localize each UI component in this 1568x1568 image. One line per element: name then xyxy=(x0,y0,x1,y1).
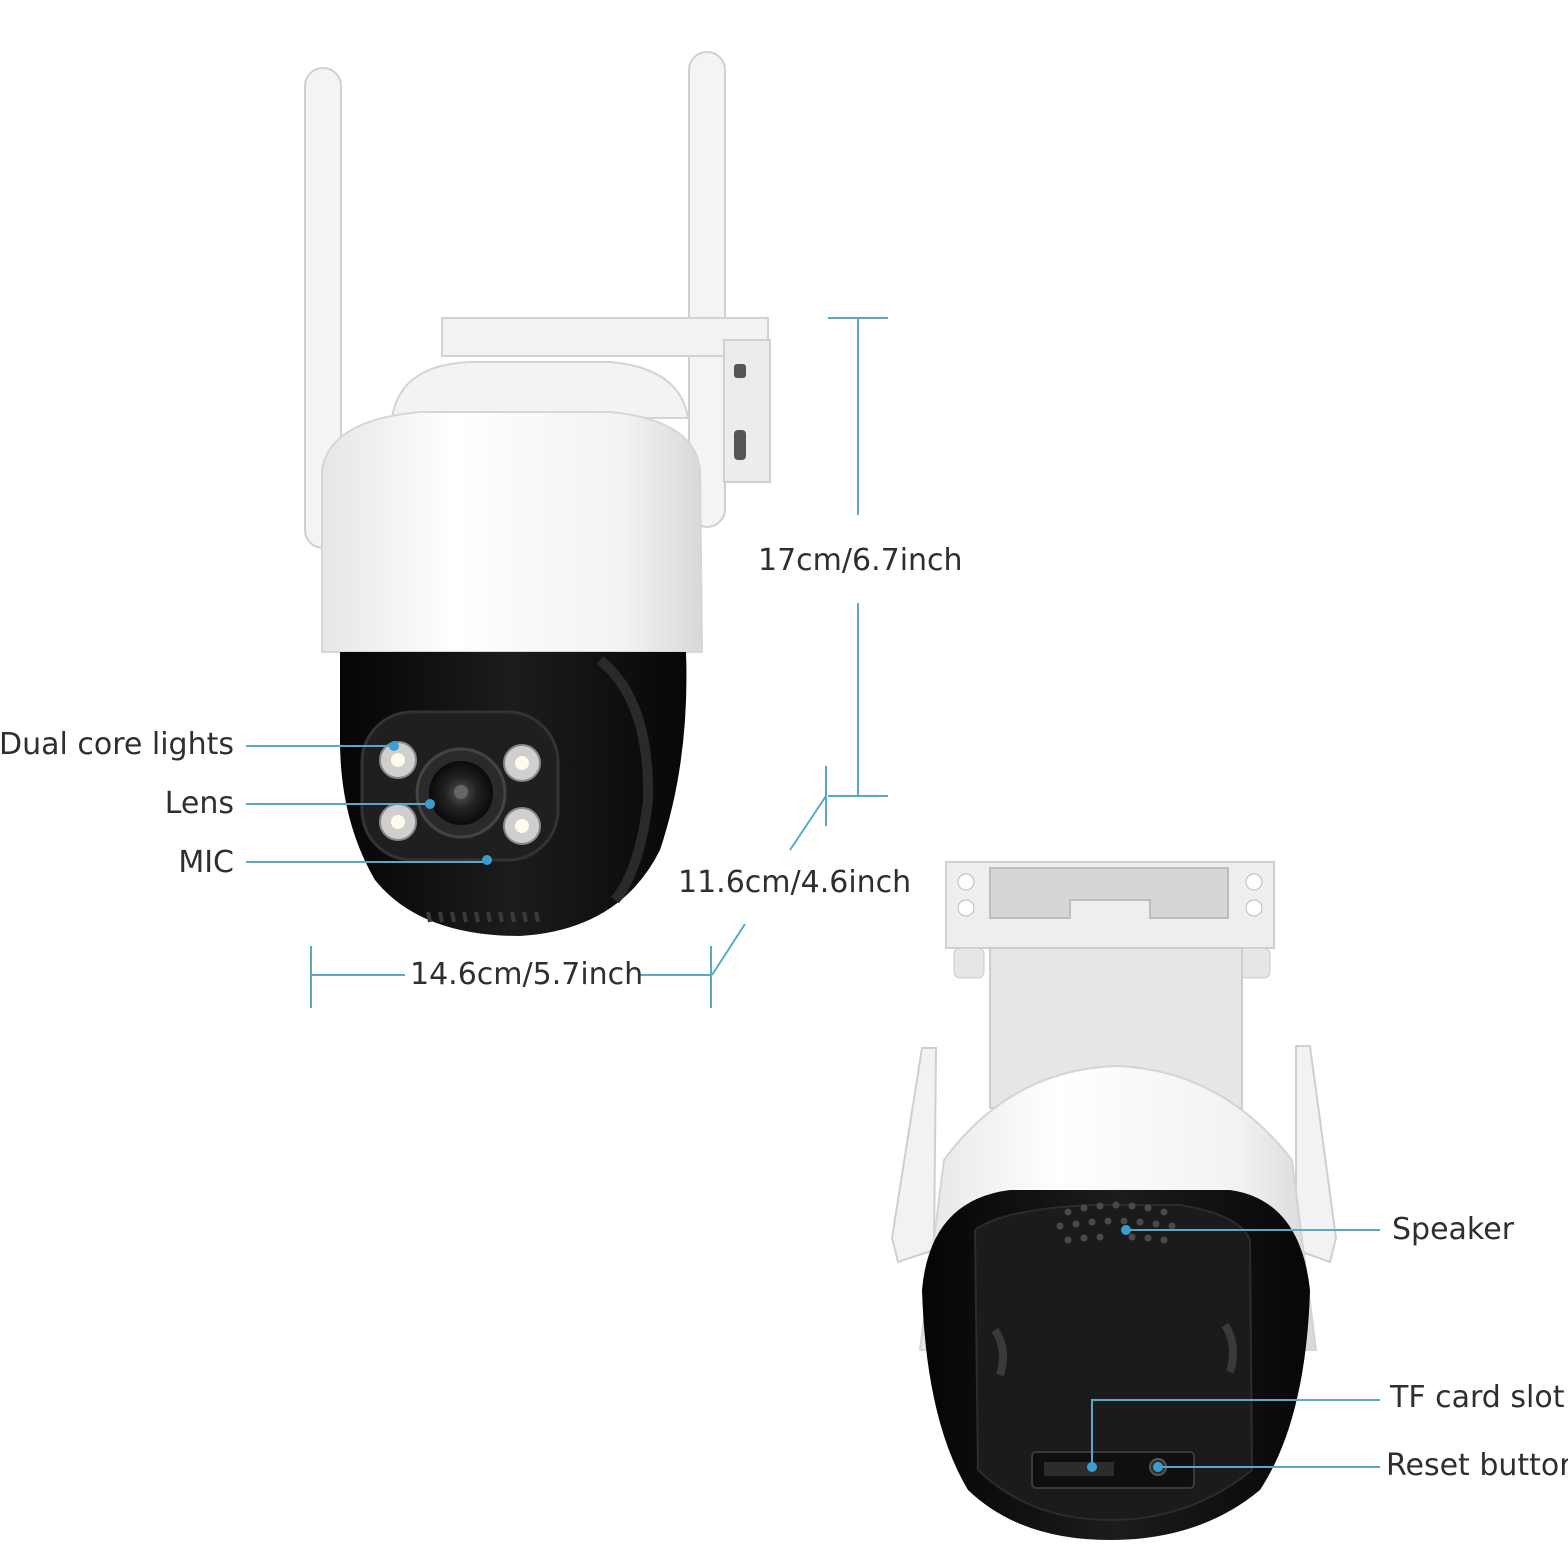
light-icon xyxy=(379,803,417,841)
dual-core-lights-label: Dual core lights xyxy=(0,727,234,762)
front-white-housing xyxy=(321,411,704,653)
back-camera xyxy=(890,861,1380,1540)
tf-card-slot-label: TF card slot xyxy=(1390,1380,1565,1415)
depth-dimension-label: 11.6cm/4.6inch xyxy=(678,865,912,900)
light-icon xyxy=(503,807,541,845)
dimension-lines xyxy=(310,317,888,1008)
right-antenna xyxy=(688,51,726,528)
light-icon xyxy=(503,744,541,782)
vent-icon xyxy=(426,911,540,923)
width-dimension-label: 14.6cm/5.7inch xyxy=(410,957,644,992)
lens-label: Lens xyxy=(164,786,234,821)
reset-button-label: Reset buttor xyxy=(1386,1448,1568,1483)
front-camera xyxy=(246,51,771,936)
wall-bracket xyxy=(441,317,769,357)
speaker-icon xyxy=(1056,1201,1176,1244)
light-icon xyxy=(379,741,417,779)
speaker-label: Speaker xyxy=(1392,1212,1515,1247)
height-dimension-label: 17cm/6.7inch xyxy=(758,543,963,578)
mic-label: MIC xyxy=(178,845,234,880)
